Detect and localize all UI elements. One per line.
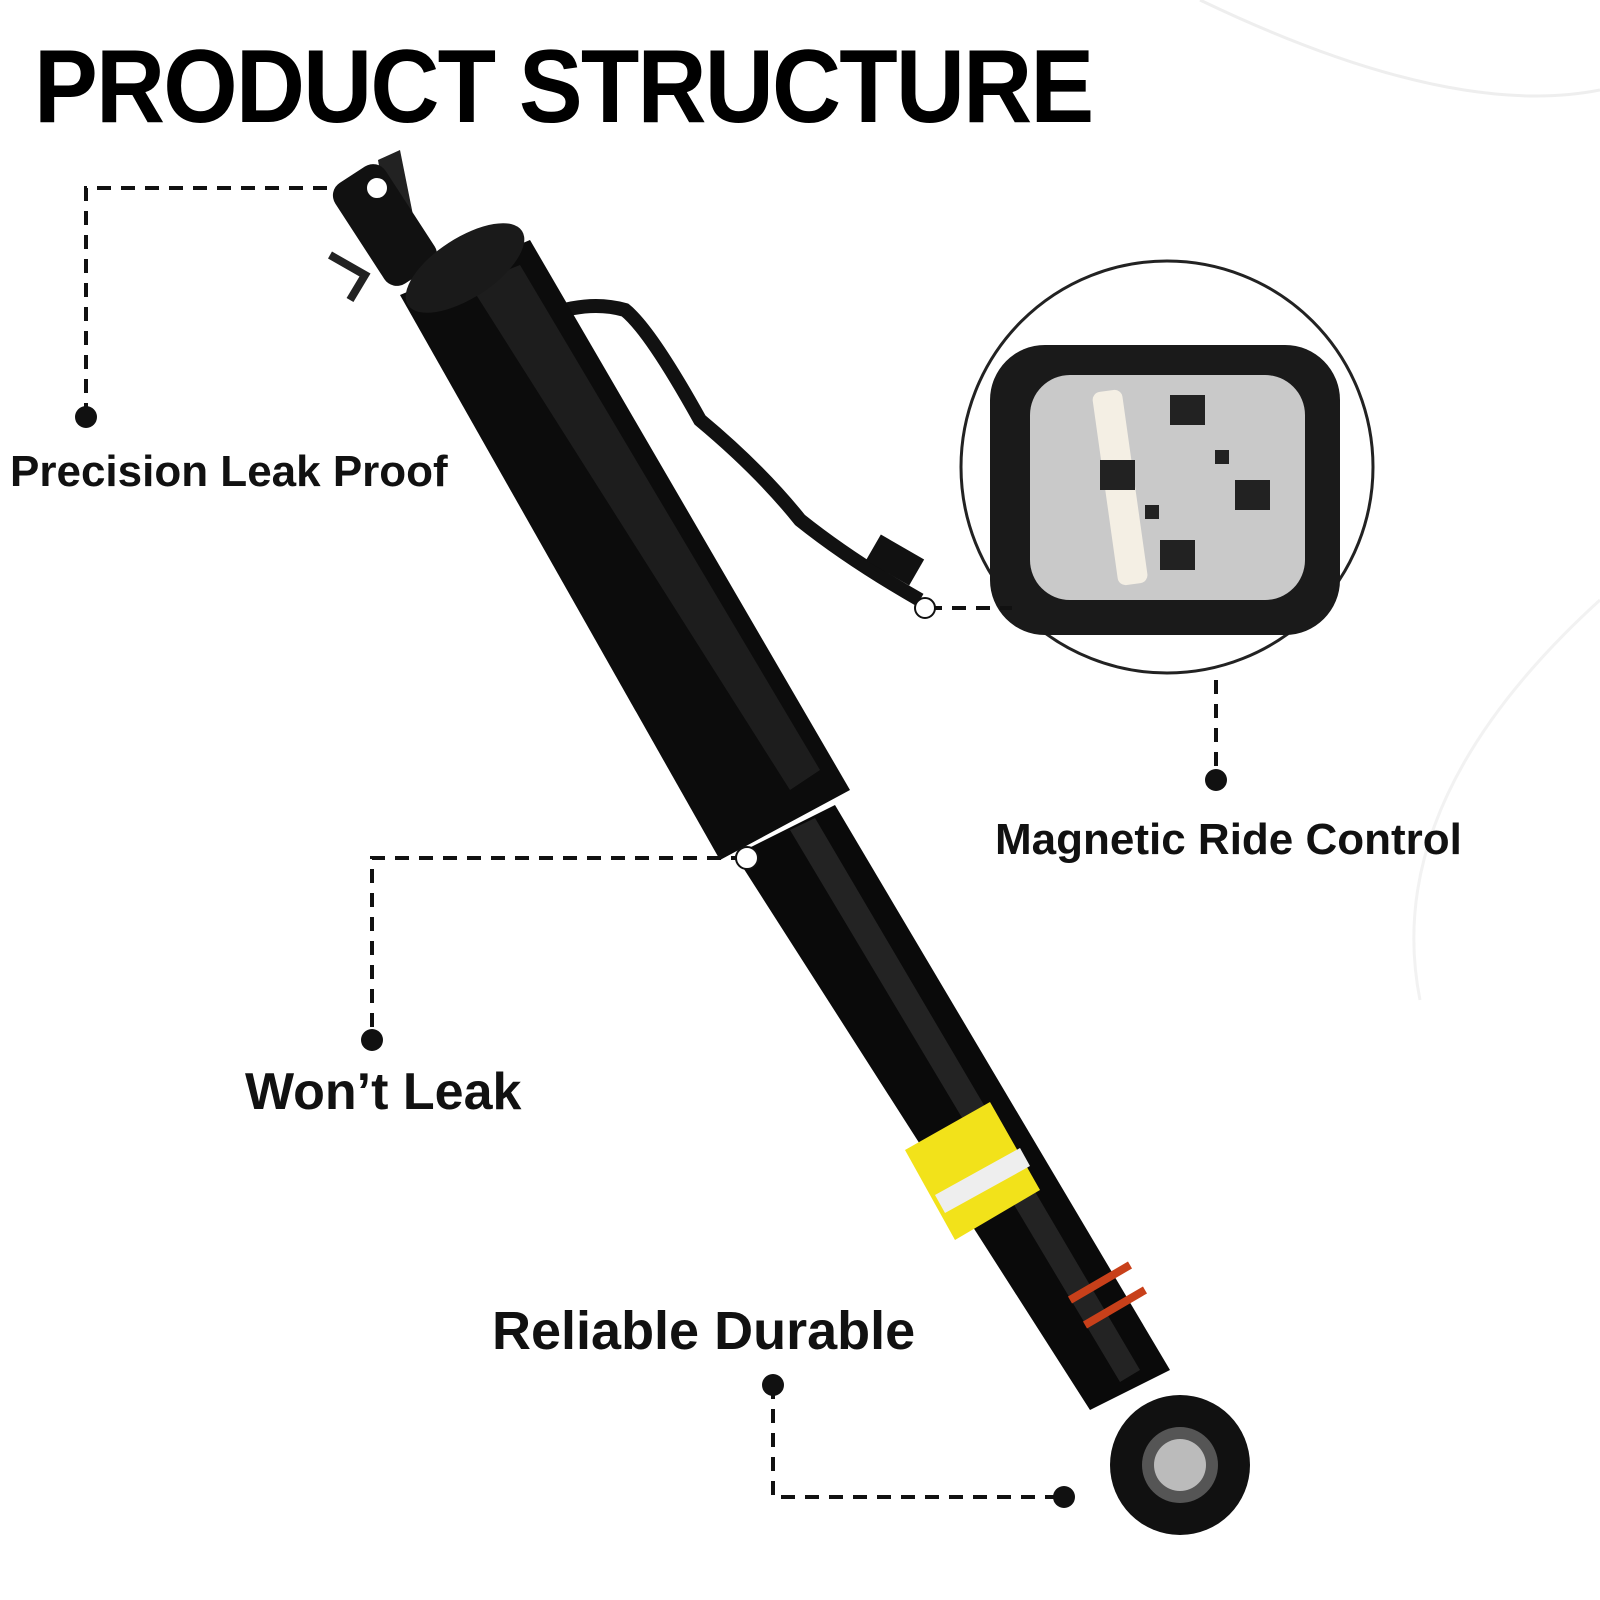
- bracket: [328, 251, 371, 303]
- connector-detail: [959, 259, 1375, 675]
- callout-anchors: [365, 176, 936, 870]
- upper-tube-cap: [405, 223, 525, 313]
- background-arc: [1412, 598, 1600, 1001]
- background-arc: [1199, 0, 1600, 98]
- lower-tube-highlight: [790, 818, 1140, 1382]
- cable-plug: [865, 534, 925, 586]
- callout-magnetic-ride-control: Magnetic Ride Control: [995, 815, 1462, 864]
- barcode-label: [935, 1148, 1030, 1213]
- callout-dots: [75, 406, 1227, 1508]
- callout-wont-leak: Won’t Leak: [245, 1063, 522, 1121]
- warning-label: [905, 1102, 1040, 1240]
- shock-absorber: [328, 150, 1250, 1535]
- callout-lines: [84, 186, 1218, 1499]
- callout-reliable-durable: Reliable Durable: [492, 1301, 916, 1361]
- orange-stripe: [1067, 1261, 1148, 1329]
- callout-precision-leak-proof: Precision Leak Proof: [10, 447, 448, 496]
- page-title: PRODUCT STRUCTURE: [34, 29, 1094, 145]
- sensor-cable: [545, 299, 924, 607]
- upper-tube-highlight: [470, 265, 820, 790]
- dust-boot: [332, 164, 438, 286]
